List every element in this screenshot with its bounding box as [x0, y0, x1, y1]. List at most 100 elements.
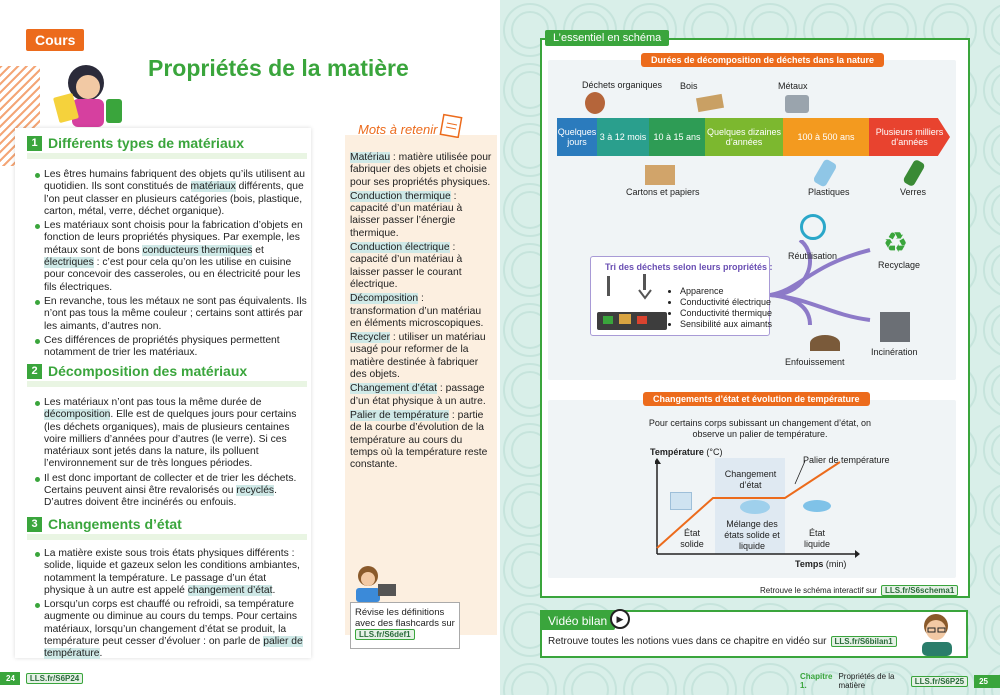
section-heading: 3 Changements d’état — [27, 516, 307, 532]
video-tag: Vidéo bilan — [540, 612, 616, 630]
page-link[interactable]: LLS.fr/S6P25 — [910, 675, 969, 687]
incinerator-icon — [880, 312, 910, 342]
bottom-label: Cartons et papiers — [626, 187, 700, 197]
sorting-arrows — [770, 240, 871, 326]
section-underline — [27, 153, 307, 159]
mixture-label: Mélange des états solide et liquide — [724, 519, 780, 551]
top-label: Bois — [680, 81, 698, 91]
landfill-icon — [810, 335, 840, 351]
axis-y-label: Température (°C) — [650, 447, 723, 457]
section-1-list: Les êtres humains fabriquent des objets … — [35, 169, 307, 359]
cardboard-icon — [645, 165, 675, 185]
sorting-criteria: Apparence Conductivité électrique Conduc… — [670, 286, 772, 330]
highlight-term: décomposition — [44, 409, 111, 421]
student-laptop-illustration — [356, 566, 396, 602]
student-reading-illustration — [53, 65, 122, 127]
recycling-icon: ♻ — [883, 227, 909, 258]
timeline-cell: Plusieurs milliers d’années — [869, 118, 950, 156]
reuse-icon — [800, 214, 826, 240]
list-item: Lorsqu’un corps est chauffé ou refroidi,… — [35, 599, 307, 660]
flashcards-link[interactable]: LLS.fr/S6def1 — [355, 629, 415, 640]
sorting-illustration — [597, 274, 667, 330]
water-icon — [803, 500, 831, 512]
course-card — [15, 128, 311, 658]
criteria-item: Conductivité électrique — [680, 297, 772, 308]
schema-link-row: Retrouve le schéma interactif sur LLS.fr… — [760, 585, 959, 596]
highlight-term: électriques — [44, 257, 94, 269]
timeline-cell: Quelques dizaines d’années — [705, 118, 783, 156]
glossary-term: Recycler — [350, 332, 391, 344]
glossary-entry: Matériau : matière utilisée pour fabriqu… — [350, 152, 492, 188]
decomposition-title: Durées de décomposition de déchets dans … — [641, 53, 885, 67]
section-1: 1 Différents types de matériaux Les être… — [27, 135, 307, 361]
criteria-item: Conductivité thermique — [680, 308, 772, 319]
section-underline — [27, 381, 307, 387]
section-number: 3 — [27, 516, 42, 532]
schema-tag: L’essentiel en schéma — [545, 30, 670, 46]
footer-left: 24 LLS.fr/S6P24 — [0, 672, 84, 685]
footer-right: Chapitre 1. Propriétés de la matière LLS… — [800, 672, 1000, 690]
section-title: Changements d’état — [48, 516, 182, 532]
schema-link[interactable]: LLS.fr/S6schema1 — [880, 585, 959, 596]
cours-tag: Cours — [26, 29, 85, 51]
section-title: Décomposition des matériaux — [48, 363, 248, 379]
glossary-term: Conduction électrique — [350, 242, 450, 254]
list-item: Ces différences de propriétés physiques … — [35, 335, 307, 360]
organic-waste-icon — [585, 92, 605, 114]
teacher-avatar — [922, 614, 952, 656]
solid-label: État solide — [680, 528, 704, 549]
highlight-term: changement d’état — [187, 584, 273, 596]
criteria-item: Apparence — [680, 286, 772, 297]
page-number: 24 — [0, 672, 20, 685]
outcome-label: Réutilisation — [788, 251, 838, 261]
section-2-list: Les matériaux n’ont pas tous la même dur… — [35, 397, 307, 510]
state-change-title: Changements d’état et évolution de tempé… — [643, 392, 870, 406]
metal-icon — [785, 95, 809, 113]
outcome-label: Enfouissement — [785, 357, 845, 367]
glossary-list: Matériau : matière utilisée pour fabriqu… — [350, 152, 492, 473]
timeline-cell: 100 à 500 ans — [783, 118, 869, 156]
notepad-icon — [439, 113, 463, 138]
glossary-entry: Palier de température : partie de la cou… — [350, 409, 488, 471]
bottom-label: Verres — [900, 187, 927, 197]
glossary-entry: Recycler : utiliser un matériau usagé po… — [350, 332, 486, 381]
section-number: 2 — [27, 363, 42, 379]
glossary-term: Palier de température — [350, 409, 450, 421]
decomposition-timeline: Quelques jours 3 à 12 mois 10 à 15 ans Q… — [557, 118, 950, 156]
section-heading: 1 Différents types de matériaux — [27, 135, 307, 151]
video-text-row: Retrouve toutes les notions vues dans ce… — [548, 636, 897, 647]
list-item: Les matériaux n’ont pas tous la même dur… — [35, 397, 307, 471]
section-2: 2 Décomposition des matériaux Les matéri… — [27, 363, 307, 512]
glossary-term: Conduction thermique — [350, 190, 451, 202]
chapter-title: Propriétés de la matière — [838, 672, 895, 690]
page-title: Propriétés de la matière — [148, 55, 409, 81]
page-link[interactable]: LLS.fr/S6P24 — [25, 673, 84, 684]
list-item: En revanche, tous les métaux ne sont pas… — [35, 296, 307, 333]
section-title: Différents types de matériaux — [48, 135, 245, 151]
state-change-intro: Pour certains corps subissant un changem… — [648, 418, 872, 439]
flashcards-card: Révise les définitions avec des flashcar… — [350, 602, 460, 649]
glossary-term: Changement d’état — [350, 383, 438, 395]
sorting-title: Tri des déchets selon leurs propriétés : — [605, 262, 773, 272]
melting-icon — [740, 500, 770, 514]
glossary-entry: Conduction électrique : capacité d’un ma… — [350, 242, 463, 290]
list-item: Il est donc important de collecter et de… — [35, 473, 307, 510]
criteria-item: Sensibilité aux aimants — [680, 319, 772, 330]
highlight-term: conducteurs thermiques — [142, 244, 253, 256]
section-3-list: La matière existe sous trois états physi… — [35, 548, 307, 661]
axis-x-label: Temps (min) — [795, 559, 847, 569]
list-item: Les êtres humains fabriquent des objets … — [35, 169, 307, 218]
highlight-term: matériaux — [190, 181, 236, 193]
ice-icon — [670, 492, 692, 510]
section-underline — [27, 534, 307, 540]
bottom-label: Plastiques — [808, 187, 850, 197]
chapter-label: Chapitre 1. — [800, 672, 833, 690]
liquid-label: État liquide — [803, 528, 831, 549]
outcome-label: Recyclage — [878, 260, 921, 270]
list-item: La matière existe sous trois états physi… — [35, 548, 307, 597]
plateau-label: Palier de température — [803, 455, 890, 465]
timeline-cell: Quelques jours — [557, 118, 597, 156]
glossary-term: Matériau — [350, 152, 391, 163]
video-link[interactable]: LLS.fr/S6bilan1 — [830, 636, 897, 647]
play-icon[interactable]: ▶ — [610, 609, 630, 629]
